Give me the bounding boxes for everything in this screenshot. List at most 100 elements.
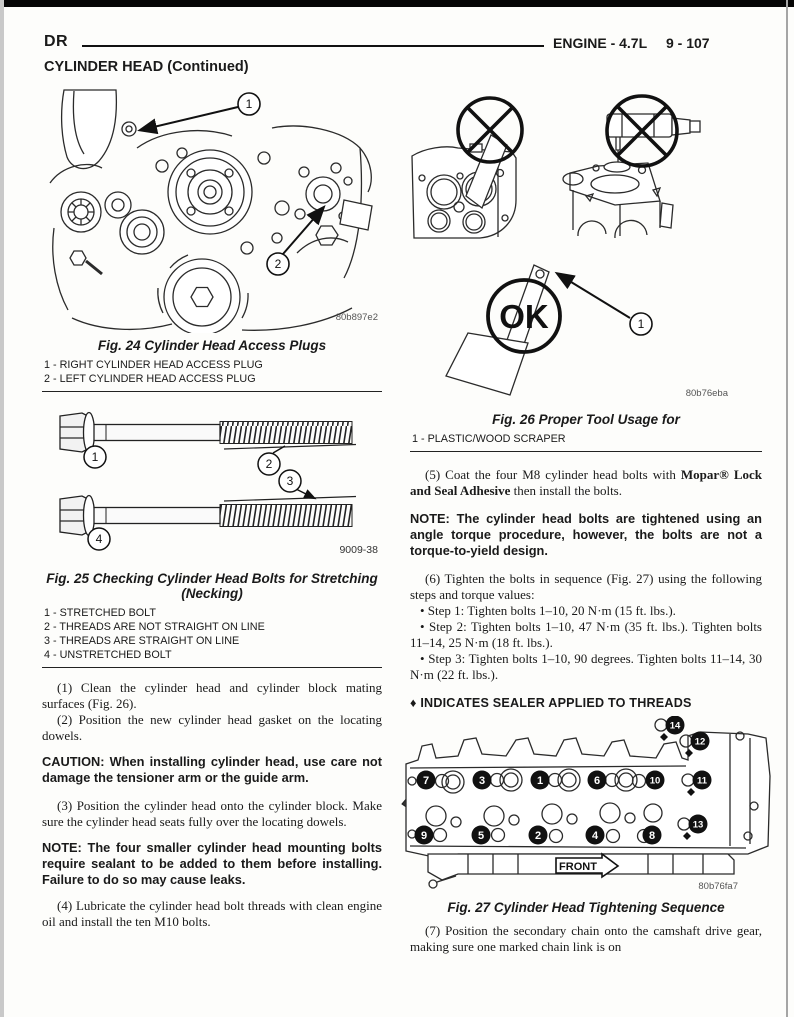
step-5-paragraph: (5) Coat the four M8 cylinder head bolts… (410, 467, 762, 499)
fig25-legend-item: 3 - THREADS ARE STRAIGHT ON LINE (44, 635, 240, 647)
step-1-paragraph: (1) Clean the cylinder head and cylinder… (42, 680, 382, 711)
fig25-legend: 1 - STRETCHED BOLT 2 - THREADS ARE NOT S… (44, 606, 382, 662)
fig26-legend: 1 - PLASTIC/WOOD SCRAPER (412, 432, 762, 446)
seq-2: 2 (535, 830, 541, 842)
fig25-caption-line1: Fig. 25 Checking Cylinder Head Bolts for… (46, 571, 378, 586)
fig25-callout-1: 1 (83, 445, 107, 469)
fig25-legend-item: 4 - UNSTRETCHED BOLT (44, 649, 172, 661)
seq-7: 7 (423, 775, 429, 787)
left-access-plug (121, 121, 137, 137)
header-model-code: DR (44, 33, 69, 50)
engine-block-sketch (562, 162, 674, 239)
seq-4: 4 (592, 830, 599, 842)
torque-step-2: • Step 2: Tighten bolts 1–10, 47 N·m (35… (410, 619, 762, 651)
figure-27-tightening-sequence-image: 7 3 1 6 10 9 5 2 4 8 14 12 11 (401, 715, 771, 892)
scan-top-edge (0, 0, 794, 7)
callout-2-number: 2 (275, 257, 282, 271)
metal-scraper-prohibited (456, 96, 524, 210)
step-3-paragraph: (3) Position the cylinder head onto the … (42, 798, 382, 829)
sequence-numbers-top: 7 3 1 6 10 (416, 770, 665, 790)
divider (410, 451, 762, 452)
power-tool-prohibited (603, 94, 701, 173)
header-page-number: 9 - 107 (666, 35, 710, 51)
seq-3: 3 (479, 775, 485, 787)
fig25-caption-line2: (Necking) (181, 586, 243, 601)
figure-24-engine-front-image: 1 2 80b897e2 (49, 89, 378, 333)
note-paragraph: NOTE: The four smaller cylinder head mou… (42, 839, 382, 888)
fig26-caption: Fig. 26 Proper Tool Usage for (492, 412, 680, 427)
fig24-legend-item: 2 - LEFT CYLINDER HEAD ACCESS PLUG (44, 373, 256, 385)
caution-paragraph: CAUTION: When installing cylinder head, … (42, 753, 382, 785)
air-duct (60, 89, 118, 170)
step-4-paragraph: (4) Lubricate the cylinder head bolt thr… (42, 898, 382, 930)
fig24-image-code: 80b897e2 (336, 312, 378, 323)
front-arrow: FRONT (555, 852, 620, 879)
seq-9: 9 (421, 830, 427, 842)
unstretched-bolt (59, 494, 357, 537)
seq-11: 11 (697, 775, 708, 786)
bolt-hole-circles (407, 731, 759, 843)
fig25-callout-4: 4 (87, 527, 111, 551)
step-5-text: (5) Coat the four M8 cylinder head bolts… (425, 467, 681, 482)
seq-13: 13 (693, 819, 704, 830)
lower-stud (69, 250, 103, 276)
seq-8: 8 (649, 830, 655, 842)
sequence-numbers-right-with-sealer-diamonds: 14 12 11 13 (654, 715, 712, 840)
callout-3-number: 3 (287, 474, 294, 488)
divider (42, 391, 382, 392)
torque-step-3: • Step 3: Tighten bolts 1–10, 90 degrees… (410, 650, 762, 682)
pulley-cluster (60, 149, 253, 333)
sequence-numbers-bottom: 9 5 2 4 8 (414, 825, 662, 845)
callout-1-number: 1 (92, 450, 99, 464)
seq-14: 14 (670, 720, 681, 731)
misc-bolts (155, 147, 290, 255)
header-section: ENGINE - 4.7L (553, 35, 648, 51)
step-6-paragraph: (6) Tighten the bolts in sequence (Fig. … (410, 571, 762, 603)
fig27-caption: Fig. 27 Cylinder Head Tightening Sequenc… (447, 899, 725, 915)
right-column: OK 1 80b76eba Fig. 26 Proper Tool Usage … (401, 88, 771, 955)
product-name-bold: Mopar® Lock and Seal Adhesive (410, 467, 762, 498)
header-rule (82, 45, 544, 47)
right-access-plug-area (294, 162, 373, 246)
plastic-scraper-ok: OK (445, 264, 562, 396)
callout-4-number: 4 (96, 532, 103, 546)
fig25-image-code: 9009-38 (339, 544, 378, 556)
sealer-note: ♦ INDICATES SEALER APPLIED TO THREADS (410, 695, 692, 710)
fig26-callout-1: 1 (554, 271, 653, 336)
fig24-callout-2: 2 (266, 204, 326, 276)
seq-12: 12 (695, 736, 706, 747)
fig24-caption: Fig. 24 Cylinder Head Access Plugs (97, 338, 327, 353)
figure-26-tool-usage-image: OK 1 80b76eba (411, 94, 729, 398)
figure-25-bolts-image: 1 2 3 4 (59, 411, 378, 556)
scan-left-edge (0, 0, 4, 1017)
fig25-callout-3: 3 (278, 469, 317, 500)
seq-6: 6 (594, 775, 600, 787)
callout-1-number: 1 (638, 317, 645, 331)
fig25-callout-2: 2 (257, 445, 286, 476)
step-2-paragraph: (2) Position the new cylinder head gaske… (42, 711, 382, 743)
engine-outline (49, 125, 372, 331)
front-label: FRONT (559, 861, 597, 873)
divider (42, 667, 382, 668)
fig27-image-code: 80b76fa7 (698, 881, 738, 892)
callout-2-number: 2 (266, 457, 273, 471)
seq-5: 5 (478, 830, 484, 842)
fig24-legend: 1 - RIGHT CYLINDER HEAD ACCESS PLUG 2 - … (44, 358, 382, 386)
left-column: 1 2 80b897e2 Fig. 24 Cylinder Head Acces… (42, 88, 382, 930)
step-5-text-end: then install the bolts. (510, 482, 622, 498)
step-7-paragraph: (7) Position the secondary chain onto th… (410, 922, 762, 954)
page-title: CYLINDER HEAD (Continued) (44, 59, 249, 75)
ok-label: OK (499, 298, 549, 335)
fig25-legend-item: 2 - THREADS ARE NOT STRAIGHT ON LINE (44, 621, 265, 633)
seq-1: 1 (537, 775, 543, 787)
torque-step-1: • Step 1: Tighten bolts 1–10, 20 N·m (15… (420, 603, 676, 619)
fig25-legend-item: 1 - STRETCHED BOLT (44, 607, 156, 619)
note-torque-paragraph: NOTE: The cylinder head bolts are tighte… (410, 510, 762, 559)
scan-right-edge (786, 0, 788, 1017)
seq-10: 10 (650, 775, 661, 786)
fig24-legend-item: 1 - RIGHT CYLINDER HEAD ACCESS PLUG (44, 359, 263, 371)
fig26-image-code: 80b76eba (686, 388, 729, 398)
fig26-legend-item: 1 - PLASTIC/WOOD SCRAPER (412, 433, 566, 445)
fig24-callout-1: 1 (137, 92, 261, 135)
